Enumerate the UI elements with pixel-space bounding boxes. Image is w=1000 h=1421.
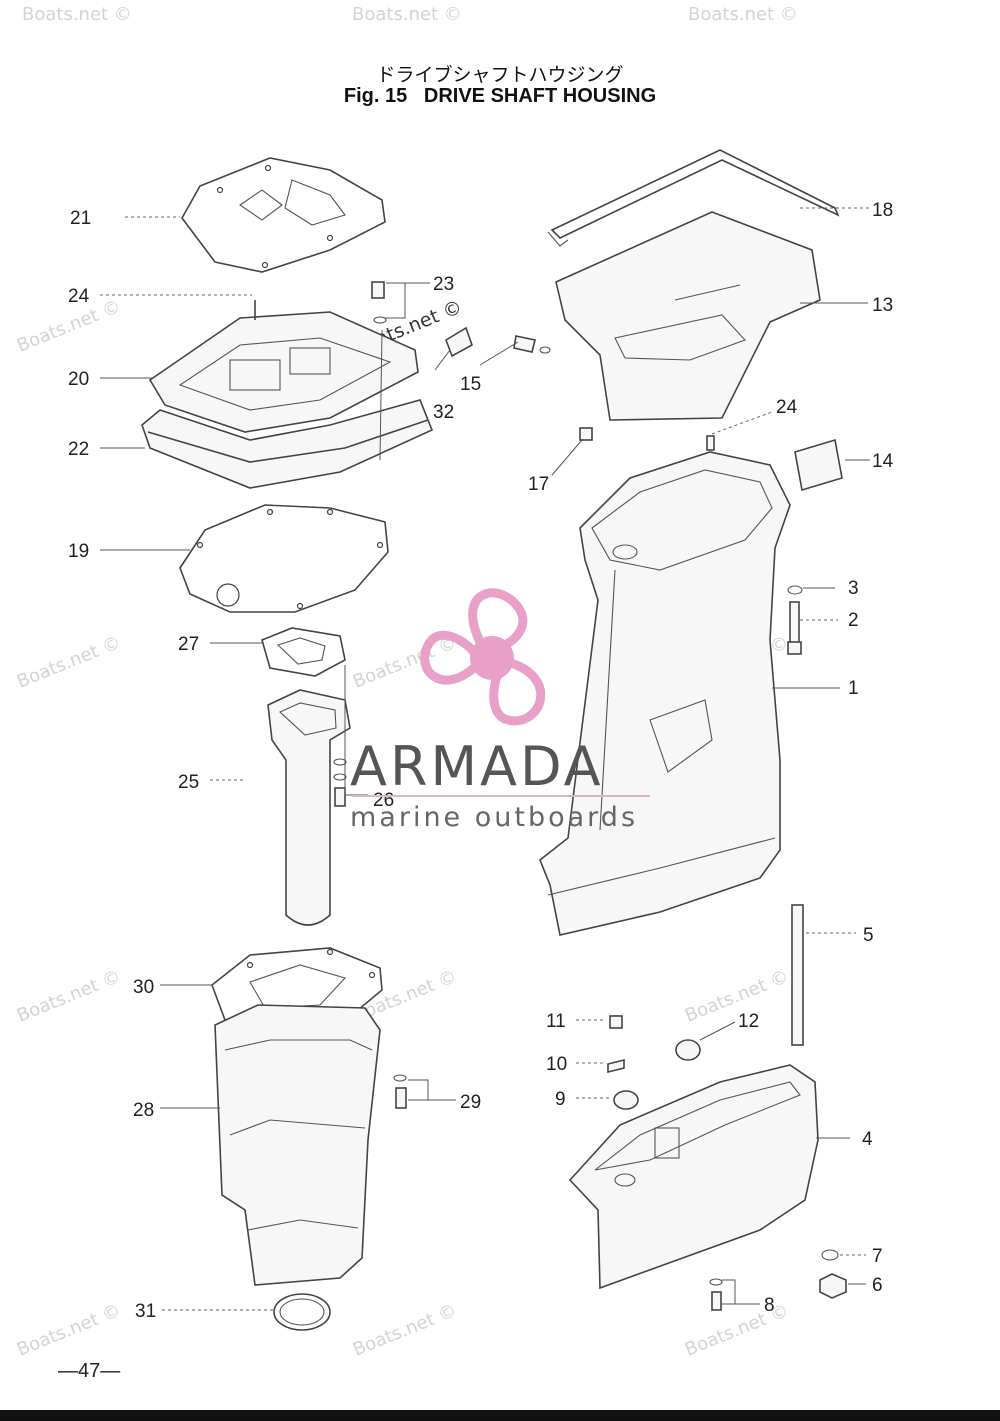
callout-30: 30 xyxy=(133,977,154,998)
part-22-seal xyxy=(141,399,434,489)
callout-21: 21 xyxy=(70,208,91,229)
callout-3: 3 xyxy=(848,578,859,599)
watermark-site: Boats.net © xyxy=(14,1300,124,1361)
callout-14: 14 xyxy=(872,451,894,472)
brand-name: ARMADA xyxy=(350,735,604,798)
armada-watermark: ARMADA marine outboards xyxy=(350,588,650,833)
callout-13: 13 xyxy=(872,295,893,316)
part-13-apron xyxy=(555,211,821,421)
callout-22: 22 xyxy=(68,439,89,460)
page-number: —47— xyxy=(58,1360,121,1382)
callout-11: 11 xyxy=(546,1011,566,1032)
part-18-seal xyxy=(547,149,840,247)
callout-10: 10 xyxy=(546,1054,567,1075)
callout-7: 7 xyxy=(872,1246,883,1267)
brand-tagline: marine outboards xyxy=(350,802,638,833)
part-19-gasket xyxy=(179,504,389,613)
callout-8: 8 xyxy=(764,1295,775,1316)
callout-32: 32 xyxy=(433,402,454,423)
part-20-exhaust-guide xyxy=(148,300,419,433)
callout-24: 24 xyxy=(68,286,90,307)
watermark-site: Boats.net © xyxy=(352,4,462,25)
part-5-stud xyxy=(791,904,804,1046)
callout-31: 31 xyxy=(135,1301,156,1322)
callout-15: 15 xyxy=(460,374,481,395)
callout-24-right: 24 xyxy=(776,397,798,418)
part-1-upper-casing xyxy=(539,451,791,936)
right-fasteners xyxy=(513,335,843,655)
figure-title: Fig. 15 DRIVE SHAFT HOUSING xyxy=(0,85,1000,108)
callout-4: 4 xyxy=(862,1129,873,1150)
callout-6: 6 xyxy=(872,1275,883,1296)
callout-23: 23 xyxy=(433,274,454,295)
part-31-seal-ring xyxy=(273,1293,331,1331)
callout-labels: 21 24 20 22 19 27 25 30 28 31 23 32 26 2… xyxy=(68,200,894,1322)
watermark-site: Boats.net © xyxy=(682,966,792,1027)
watermark-site: Boats.net © xyxy=(350,1300,460,1361)
part-28-muffler xyxy=(214,1004,381,1286)
callout-1: 1 xyxy=(848,678,859,699)
figure-number: Fig. 15 xyxy=(343,85,408,107)
figure-title-text: DRIVE SHAFT HOUSING xyxy=(423,85,657,107)
watermark-site: Boats.net © xyxy=(688,4,798,25)
watermark-site: Boats.net © xyxy=(682,1300,792,1361)
callout-18: 18 xyxy=(872,200,893,221)
watermark-site: Boats.net © xyxy=(14,632,124,693)
callout-28: 28 xyxy=(133,1100,154,1121)
callout-17: 17 xyxy=(528,474,549,495)
propeller-icon xyxy=(420,588,546,726)
callout-27: 27 xyxy=(178,634,199,655)
bottom-border xyxy=(0,1410,1000,1421)
watermark-site: Boats.net © xyxy=(22,4,132,25)
callout-20: 20 xyxy=(68,369,89,390)
callout-19: 19 xyxy=(68,541,89,562)
lower-fasteners xyxy=(607,1015,847,1311)
callout-12: 12 xyxy=(738,1011,759,1032)
watermark-site: Boats.net © xyxy=(14,966,124,1027)
callout-5: 5 xyxy=(863,925,874,946)
callout-25: 25 xyxy=(178,772,199,793)
callout-9: 9 xyxy=(555,1089,566,1110)
part-25-drive-tube xyxy=(267,689,351,926)
callout-2: 2 xyxy=(848,610,859,631)
callout-29: 29 xyxy=(460,1092,481,1113)
part-21-gasket xyxy=(181,157,386,273)
title-japanese: ドライブシャフトハウジング xyxy=(376,65,624,86)
part-4-lower-casing xyxy=(568,1064,819,1290)
left-fasteners xyxy=(333,281,473,1109)
part-27-gasket xyxy=(261,627,346,677)
leader-lines xyxy=(100,207,870,1311)
